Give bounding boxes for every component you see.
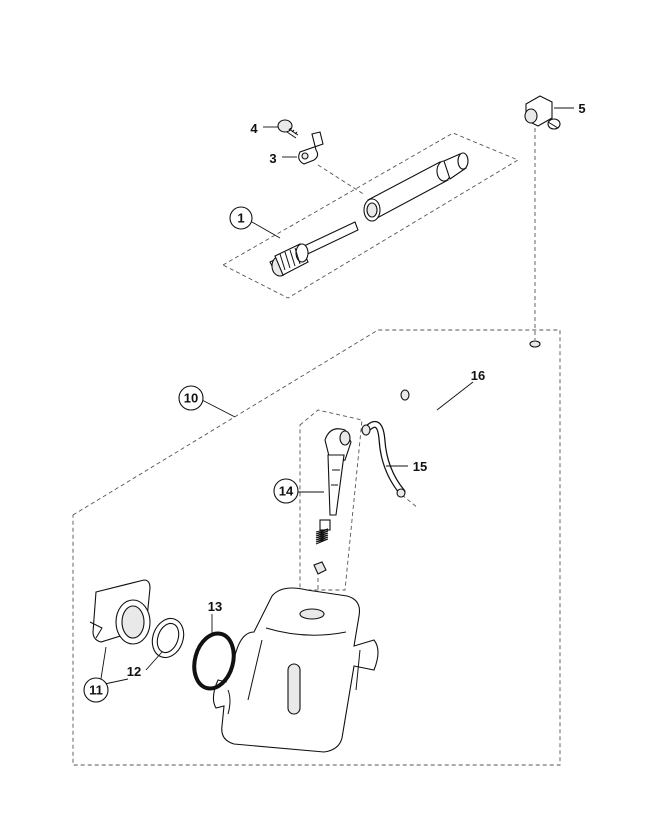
leader-11 bbox=[99, 646, 129, 686]
breather-valve-part bbox=[313, 428, 352, 575]
screw-part bbox=[277, 119, 299, 139]
callout-13: 13 bbox=[208, 599, 222, 614]
svg-text:15: 15 bbox=[413, 459, 427, 474]
leader-1 bbox=[251, 221, 281, 239]
seal-ring-12-part bbox=[151, 617, 185, 659]
callout-12: 12 bbox=[127, 664, 141, 679]
svg-text:10: 10 bbox=[184, 391, 198, 406]
oil-tank-part bbox=[212, 587, 379, 753]
svg-text:3: 3 bbox=[269, 151, 276, 166]
sleeve-part bbox=[363, 152, 469, 222]
callout-4: 4 bbox=[250, 121, 258, 136]
svg-text:5: 5 bbox=[578, 101, 585, 116]
shaft-part bbox=[269, 221, 359, 277]
callout-5: 5 bbox=[578, 101, 585, 116]
tank-assembly-boundary bbox=[72, 329, 561, 766]
upper-assembly-boundary bbox=[222, 132, 519, 299]
callout-3: 3 bbox=[269, 151, 276, 166]
callout-11: 11 bbox=[83, 677, 109, 703]
breather-assembly-boundary bbox=[299, 409, 363, 591]
hose-16-part bbox=[400, 340, 541, 431]
callout-10: 10 bbox=[178, 385, 204, 411]
svg-text:12: 12 bbox=[127, 664, 141, 679]
callout-15: 15 bbox=[413, 459, 427, 474]
leader-16 bbox=[436, 381, 474, 411]
svg-text:14: 14 bbox=[279, 484, 294, 499]
callout-16: 16 bbox=[471, 368, 485, 383]
banjo-fitting-part bbox=[524, 95, 561, 130]
callout-1: 1 bbox=[229, 206, 253, 230]
o-ring-13-part bbox=[192, 631, 236, 691]
breather-spring bbox=[315, 528, 329, 545]
svg-text:11: 11 bbox=[89, 683, 103, 698]
svg-text:16: 16 bbox=[471, 368, 485, 383]
svg-text:1: 1 bbox=[237, 211, 244, 226]
svg-text:13: 13 bbox=[208, 599, 222, 614]
filter-housing-part bbox=[89, 579, 151, 645]
assembly-line-hose15 bbox=[401, 494, 419, 509]
shaft-knurled-end bbox=[271, 243, 309, 277]
assembly-line-clip bbox=[317, 164, 366, 196]
leader-10 bbox=[201, 399, 236, 418]
leader-12 bbox=[145, 651, 163, 671]
hose-15-part bbox=[361, 420, 406, 498]
callout-14: 14 bbox=[273, 478, 299, 504]
svg-text:4: 4 bbox=[250, 121, 258, 136]
clip-part bbox=[298, 131, 324, 165]
